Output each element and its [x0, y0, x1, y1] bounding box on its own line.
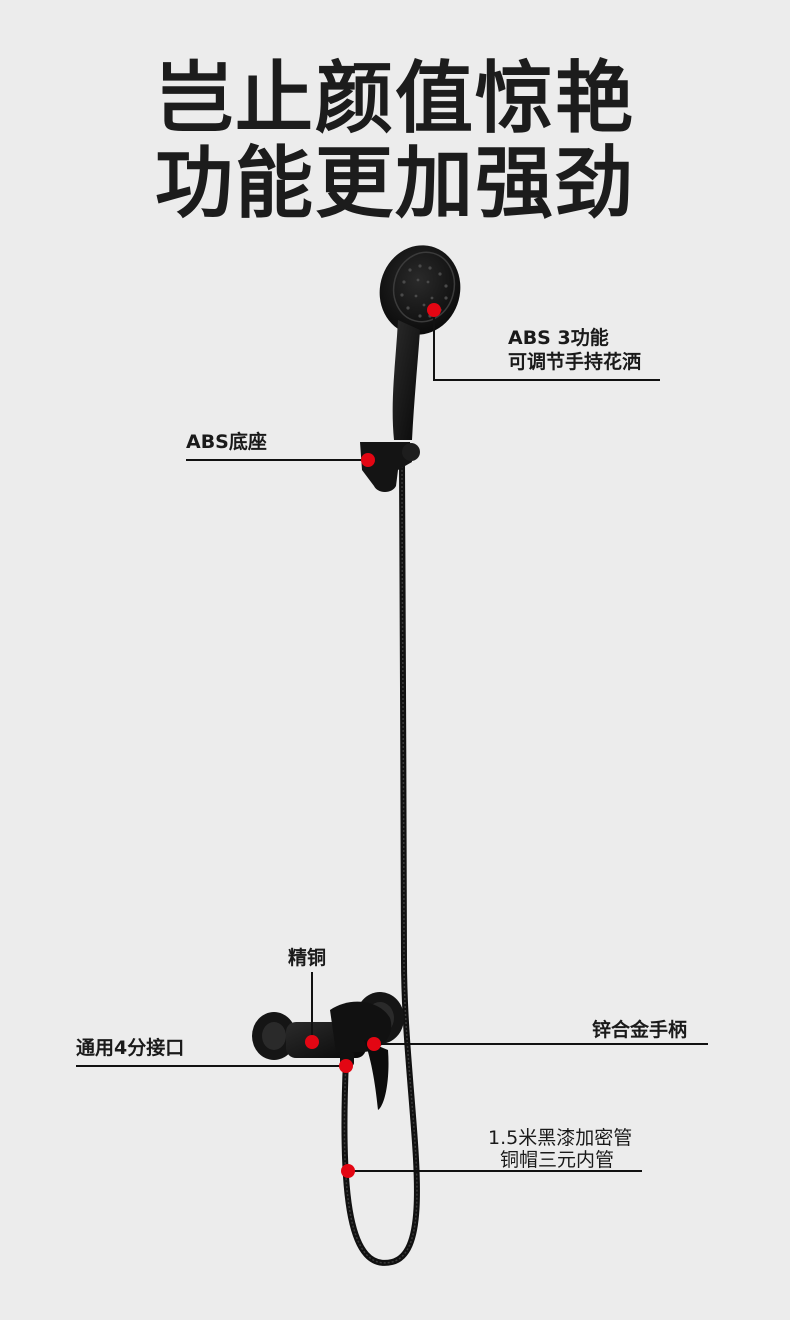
callout-hose-line1: 1.5米黑漆加密管 [488, 1127, 633, 1149]
callout-hose-line2: 铜帽三元内管 [500, 1149, 615, 1171]
mixer-valve [252, 992, 404, 1110]
shower-holder [360, 442, 420, 492]
marker-handle [367, 1037, 381, 1051]
callout-handle: 锌合金手柄 [592, 1019, 688, 1041]
marker-holder [361, 453, 375, 467]
callout-connector: 通用4分接口 [76, 1037, 185, 1059]
callout-holder: ABS底座 [186, 431, 267, 453]
callout-showerhead-line2: 可调节手持花洒 [508, 351, 642, 373]
shower-head [379, 245, 461, 440]
callout-showerhead-line1: ABS 3功能 [508, 327, 609, 349]
marker-brass [305, 1035, 319, 1049]
marker-showerhead [427, 303, 441, 317]
markers [305, 303, 441, 1178]
marker-hose [341, 1164, 355, 1178]
marker-connector [339, 1059, 353, 1073]
hose [341, 459, 420, 1266]
headline-line-2: 功能更加强劲 [154, 139, 635, 229]
headline-line-1: 岂止颜值惊艳 [154, 54, 635, 144]
callout-brass: 精铜 [288, 947, 327, 969]
